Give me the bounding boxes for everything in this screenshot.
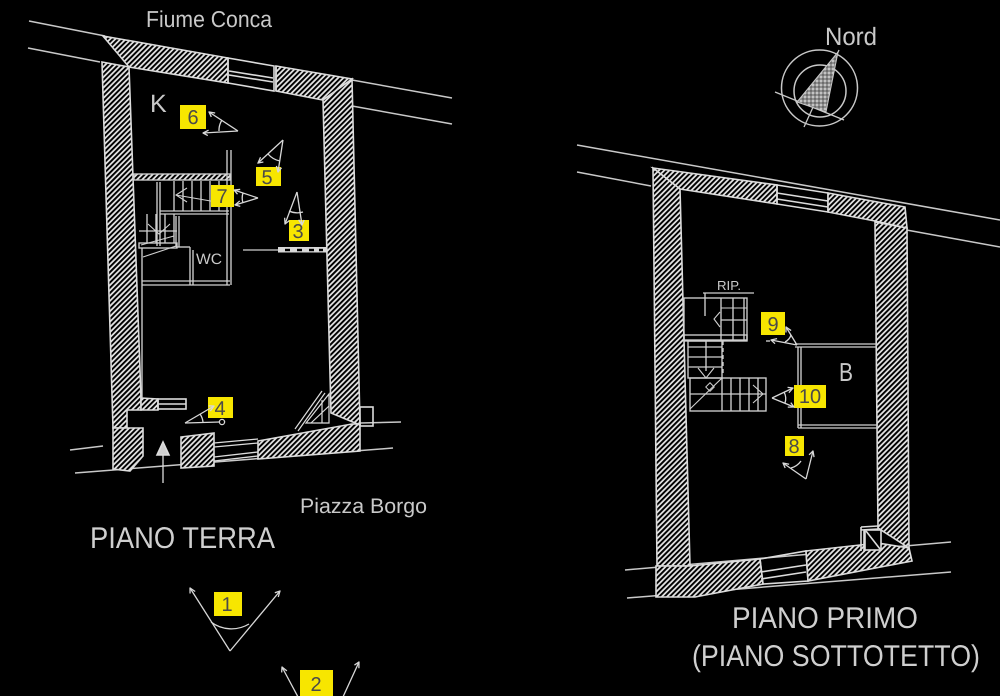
svg-text:2: 2 — [310, 674, 321, 696]
svg-text:(PIANO SOTTOTETTO): (PIANO SOTTOTETTO) — [692, 640, 980, 673]
svg-text:PIANO PRIMO: PIANO PRIMO — [732, 602, 918, 635]
svg-text:Piazza Borgo: Piazza Borgo — [300, 495, 427, 518]
svg-text:PIANO TERRA: PIANO TERRA — [90, 522, 275, 555]
svg-text:WC: WC — [196, 251, 222, 268]
svg-text:6: 6 — [187, 107, 198, 129]
svg-text:K: K — [150, 90, 167, 118]
svg-text:Fiume Conca: Fiume Conca — [146, 6, 272, 32]
svg-text:7: 7 — [216, 186, 227, 208]
svg-text:8: 8 — [788, 436, 799, 458]
svg-text:4: 4 — [214, 398, 225, 420]
svg-text:B: B — [839, 357, 853, 387]
svg-text:RIP.: RIP. — [717, 278, 741, 293]
svg-text:5: 5 — [261, 167, 272, 189]
svg-text:3: 3 — [292, 221, 303, 243]
svg-text:Nord: Nord — [825, 23, 877, 51]
svg-text:10: 10 — [799, 386, 821, 408]
svg-text:9: 9 — [767, 314, 778, 336]
svg-text:1: 1 — [221, 594, 232, 616]
